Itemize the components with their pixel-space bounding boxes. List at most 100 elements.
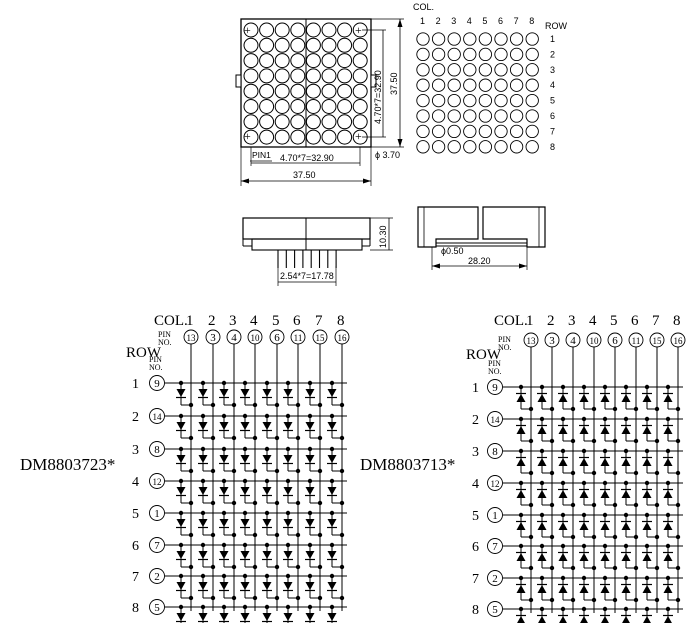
row-pin-number: 1	[492, 510, 498, 522]
led-dot	[259, 83, 275, 99]
col-pin-number: 3	[210, 332, 216, 344]
led-dot	[321, 22, 337, 38]
led-diode	[622, 616, 630, 623]
col-number: 4	[250, 313, 258, 329]
led-diode	[283, 582, 293, 590]
col-label: COL.	[154, 313, 188, 329]
col-pin-number: 16	[674, 336, 684, 346]
row-number: 5	[472, 509, 479, 524]
junction-dot	[210, 532, 216, 538]
junction-dot	[210, 595, 216, 601]
col-pin-number: 11	[632, 336, 641, 346]
led-diode	[600, 394, 610, 402]
dim-pin-diameter: ϕ0.50	[441, 246, 464, 256]
junction-dot	[231, 500, 237, 506]
dim-pin-span: 2.54*7=17.78	[280, 271, 334, 281]
profile-left-block	[417, 206, 479, 248]
led-diode	[219, 582, 229, 590]
row-pin-circle	[487, 411, 503, 427]
led-diode	[283, 519, 293, 527]
col-number: 3	[568, 313, 576, 329]
led-diode	[642, 522, 652, 530]
led-diode	[558, 458, 568, 466]
led-diode	[537, 553, 547, 561]
reference-dot	[525, 32, 539, 46]
led-diode	[600, 458, 610, 466]
junction-dot	[633, 565, 639, 571]
junction-dot	[528, 502, 534, 508]
led-diode	[537, 394, 547, 402]
junction-dot	[675, 470, 681, 476]
led-diode	[663, 553, 673, 561]
col-number: 3	[229, 313, 237, 329]
arrow-head	[519, 263, 527, 269]
plus-mark: +	[244, 129, 251, 143]
side-pin-group	[277, 250, 337, 268]
junction-dot	[633, 502, 639, 508]
col-number: 7	[514, 16, 519, 26]
row-label: ROW	[545, 21, 568, 31]
reference-dot	[509, 124, 524, 139]
row-number: 4	[472, 477, 479, 492]
led-diode	[176, 455, 186, 463]
reference-dot	[431, 93, 446, 108]
no-label: NO.	[488, 367, 502, 376]
led-dot	[243, 22, 259, 38]
led-diode	[643, 616, 651, 623]
reference-dot	[463, 47, 477, 62]
row-pin-number: 5	[492, 604, 498, 616]
reference-dot	[525, 140, 539, 154]
led-dot	[290, 68, 306, 84]
row-number: 1	[472, 381, 479, 396]
junction-dot	[274, 595, 280, 601]
reference-dot	[494, 32, 508, 46]
row-number: 3	[550, 65, 555, 75]
junction-dot	[317, 435, 323, 441]
junction-dot	[549, 406, 555, 412]
reference-dot	[447, 140, 461, 154]
junction-dot	[252, 468, 258, 474]
row-pin-circle	[487, 601, 503, 617]
junction-dot	[274, 532, 280, 538]
junction-dot	[612, 534, 618, 540]
led-dot	[337, 22, 353, 38]
row-number: 6	[472, 540, 479, 555]
junction-dot	[252, 500, 258, 506]
row-pin-number: 12	[491, 479, 500, 489]
led-dot	[290, 129, 306, 145]
led-diode	[600, 553, 610, 561]
led-diode	[240, 455, 250, 463]
row-pin-number: 9	[154, 378, 160, 390]
junction-dot	[317, 468, 323, 474]
pin1-marker: PIN1	[252, 150, 271, 160]
junction-dot	[612, 597, 618, 603]
led-diode	[240, 582, 250, 590]
junction-dot	[231, 402, 237, 408]
junction-dot	[675, 406, 681, 412]
reference-dot	[494, 78, 508, 92]
col-number: 8	[673, 313, 681, 329]
led-dot	[337, 114, 353, 130]
led-diode	[198, 422, 208, 430]
led-diode	[327, 455, 337, 463]
junction-dot	[317, 402, 323, 408]
reference-dot	[447, 78, 461, 92]
led-dot	[290, 99, 306, 114]
reference-dot	[509, 140, 524, 154]
led-diode	[176, 422, 186, 430]
led-diode	[663, 522, 673, 530]
junction-dot	[549, 565, 555, 571]
row-pin-circle	[149, 599, 165, 615]
reference-dot	[494, 109, 508, 123]
led-diode	[663, 394, 673, 402]
junction-dot	[317, 595, 323, 601]
reference-dot	[447, 32, 461, 46]
side-base	[251, 238, 363, 251]
junction-dot	[339, 564, 345, 570]
led-diode	[219, 613, 229, 621]
led-diode	[642, 394, 652, 402]
reference-dot	[509, 63, 524, 77]
junction-dot	[549, 470, 555, 476]
